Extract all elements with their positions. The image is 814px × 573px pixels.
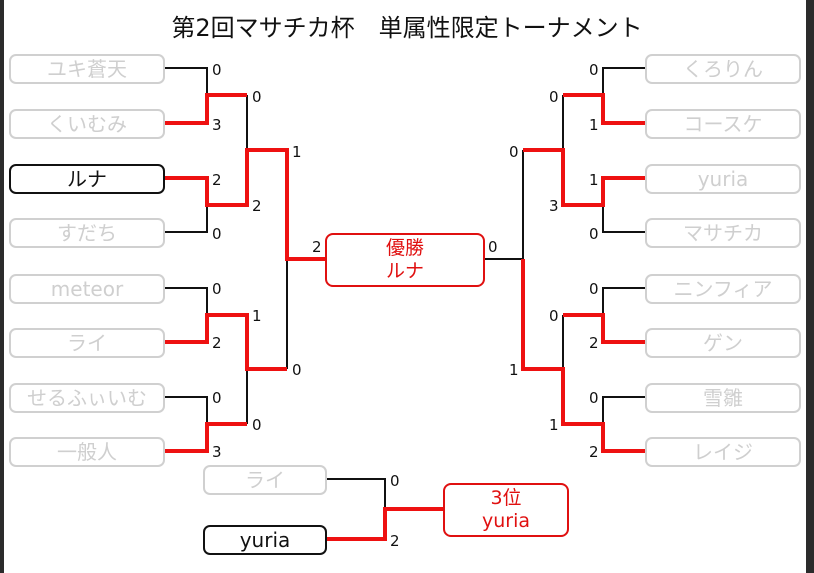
page-title: 第2回マサチカ杯 単属性限定トーナメント bbox=[171, 14, 643, 42]
third-place-entrant-winner[interactable]: yuria bbox=[203, 525, 327, 555]
score: 0 bbox=[589, 280, 599, 298]
score: 0 bbox=[589, 389, 599, 407]
score: 2 bbox=[312, 238, 322, 256]
score: 2 bbox=[589, 443, 599, 461]
score: 2 bbox=[589, 334, 599, 352]
window-edge-left bbox=[0, 0, 4, 573]
entrant-box[interactable]: ライ bbox=[9, 328, 165, 358]
entrant-box[interactable]: コースケ bbox=[645, 109, 801, 139]
entrant-box[interactable]: せるふぃいむ bbox=[9, 383, 165, 413]
score: 0 bbox=[488, 238, 498, 256]
score: 2 bbox=[390, 532, 400, 550]
window-edge-right bbox=[806, 0, 814, 573]
entrant-box[interactable]: 一般人 bbox=[9, 437, 165, 467]
score: 1 bbox=[252, 307, 262, 325]
score: 3 bbox=[212, 116, 222, 134]
score: 0 bbox=[390, 472, 400, 490]
score: 0 bbox=[549, 88, 559, 106]
score: 1 bbox=[509, 361, 519, 379]
score: 2 bbox=[212, 171, 222, 189]
entrant-box[interactable]: ゲン bbox=[645, 328, 801, 358]
score: 2 bbox=[212, 334, 222, 352]
score: 0 bbox=[292, 361, 302, 379]
third-place-label: 3位 bbox=[490, 487, 522, 509]
score: 0 bbox=[509, 143, 519, 161]
champion-name: ルナ bbox=[385, 260, 424, 282]
entrant-box-champion[interactable]: ルナ bbox=[9, 164, 165, 194]
score: 0 bbox=[212, 389, 222, 407]
champion-label: 優勝 bbox=[385, 237, 424, 259]
score: 1 bbox=[549, 416, 559, 434]
entrant-box[interactable]: meteor bbox=[9, 274, 165, 304]
score: 0 bbox=[252, 416, 262, 434]
entrant-box[interactable]: くいむみ bbox=[9, 109, 165, 139]
score: 0 bbox=[212, 61, 222, 79]
entrant-box[interactable]: ユキ蒼天 bbox=[9, 54, 165, 84]
score: 0 bbox=[252, 88, 262, 106]
score: 1 bbox=[292, 143, 302, 161]
score: 1 bbox=[589, 116, 599, 134]
score: 0 bbox=[589, 61, 599, 79]
score: 0 bbox=[549, 307, 559, 325]
entrant-box[interactable]: レイジ bbox=[645, 437, 801, 467]
entrant-box[interactable]: ニンフィア bbox=[645, 274, 801, 304]
score: 0 bbox=[589, 225, 599, 243]
entrant-box[interactable]: 雪雛 bbox=[645, 383, 801, 413]
score: 2 bbox=[252, 197, 262, 215]
third-place-box: 3位 yuria bbox=[443, 483, 569, 537]
score: 0 bbox=[212, 280, 222, 298]
entrant-box[interactable]: すだち bbox=[9, 218, 165, 248]
entrant-box[interactable]: yuria bbox=[645, 164, 801, 194]
entrant-box[interactable]: マサチカ bbox=[645, 218, 801, 248]
entrant-box[interactable]: くろりん bbox=[645, 54, 801, 84]
score: 1 bbox=[589, 171, 599, 189]
score: 3 bbox=[549, 197, 559, 215]
score: 3 bbox=[212, 443, 222, 461]
third-place-entrant[interactable]: ライ bbox=[203, 465, 327, 495]
third-place-name: yuria bbox=[481, 510, 531, 532]
champion-box: 優勝 ルナ bbox=[325, 233, 485, 287]
score: 0 bbox=[212, 225, 222, 243]
